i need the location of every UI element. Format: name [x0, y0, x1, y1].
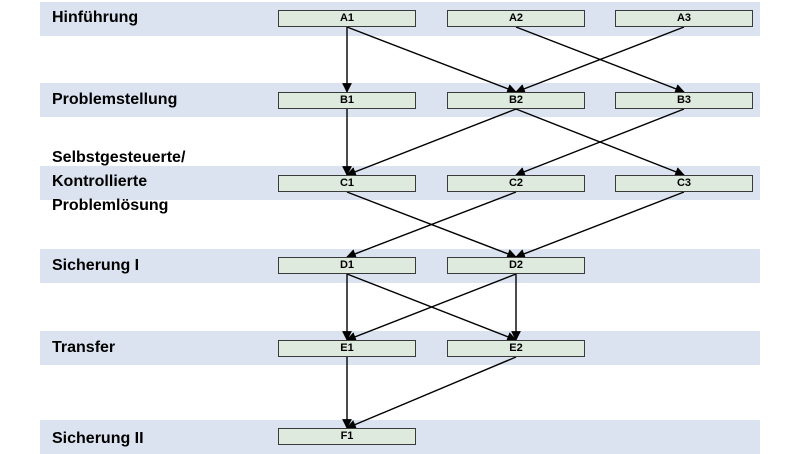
stage-label-sicherung-2: Sicherung II	[52, 430, 144, 447]
node-a3: A3	[615, 10, 753, 27]
node-c1: C1	[278, 175, 416, 192]
stage-label-problemstellung: Problemstellung	[52, 91, 178, 108]
node-d1: D1	[278, 257, 416, 274]
edge-d2-e1	[346, 273, 517, 342]
node-b3: B3	[615, 92, 753, 109]
stage-label-sicherung-1: Sicherung I	[52, 257, 140, 274]
node-d2: D2	[447, 257, 585, 274]
node-e2: E2	[447, 340, 585, 357]
edge-b3-c2	[515, 108, 685, 177]
node-c3: C3	[615, 175, 753, 192]
edge-c3-d2	[515, 191, 685, 259]
edge-e2-f1	[346, 356, 517, 430]
node-c2: C2	[447, 175, 585, 192]
edge-b2-c1	[346, 108, 517, 177]
edge-c2-d1	[346, 191, 517, 259]
node-a1: A1	[278, 10, 416, 27]
node-f1: F1	[278, 428, 416, 445]
node-e1: E1	[278, 340, 416, 357]
node-a2: A2	[447, 10, 585, 27]
stage-label-problemloesung: Selbstgesteuerte/ Kontrollierte Probleml…	[52, 149, 186, 214]
edge-a1-b2	[346, 26, 517, 94]
edge-a3-b2	[515, 26, 685, 94]
node-b2: B2	[447, 92, 585, 109]
node-b1: B1	[278, 92, 416, 109]
stage-label-hinfuehrung: Hinführung	[52, 9, 139, 26]
stage-label-transfer: Transfer	[52, 339, 116, 356]
